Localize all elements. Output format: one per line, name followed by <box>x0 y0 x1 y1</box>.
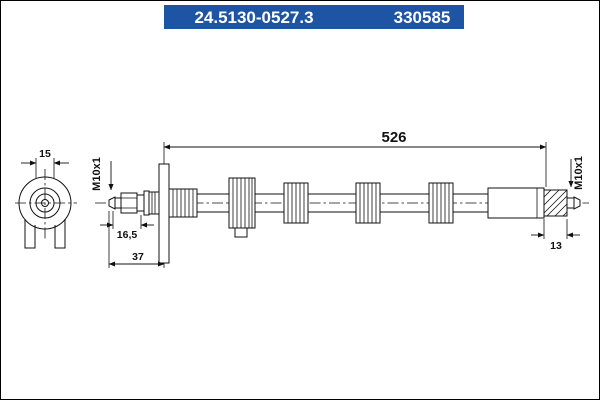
dimension-526-label: 526 <box>381 129 406 146</box>
catalog-number-label: 330585 <box>394 8 451 27</box>
eyelet-bracket <box>15 169 77 249</box>
thread-right-label: M10x1 <box>573 156 585 190</box>
dimension-fitting-length: 16,5 <box>100 211 154 241</box>
thread-callout-right: M10x1 <box>568 156 585 190</box>
header-bar <box>164 5 464 29</box>
right-hex-fitting <box>543 189 581 217</box>
hose-collar-4 <box>428 182 454 224</box>
dimension-bracket-offset: 37 <box>108 211 165 268</box>
left-crimp-ferrule <box>168 188 198 218</box>
left-fitting <box>108 190 160 216</box>
eyelet-centerlines <box>15 169 77 239</box>
mounting-plate <box>158 163 170 264</box>
dimension-15-label: 15 <box>39 148 51 160</box>
dimension-hex-width: 13 <box>531 219 580 252</box>
dimension-13-label: 13 <box>550 240 562 252</box>
dimension-eyelet-width: 15 <box>21 148 69 178</box>
dimension-37-label: 37 <box>132 251 144 263</box>
right-sleeve <box>487 187 545 219</box>
dimension-overall-length: 526 <box>163 129 547 187</box>
hose-collar-1 <box>228 177 256 238</box>
part-number-label: 24.5130-0527.3 <box>194 8 313 27</box>
thread-callout-left: M10x1 <box>91 157 114 191</box>
thread-left-label: M10x1 <box>91 157 103 191</box>
hose-collar-2 <box>283 182 309 224</box>
hose-collar-3 <box>355 182 381 224</box>
dimension-16-5-label: 16,5 <box>117 229 138 241</box>
